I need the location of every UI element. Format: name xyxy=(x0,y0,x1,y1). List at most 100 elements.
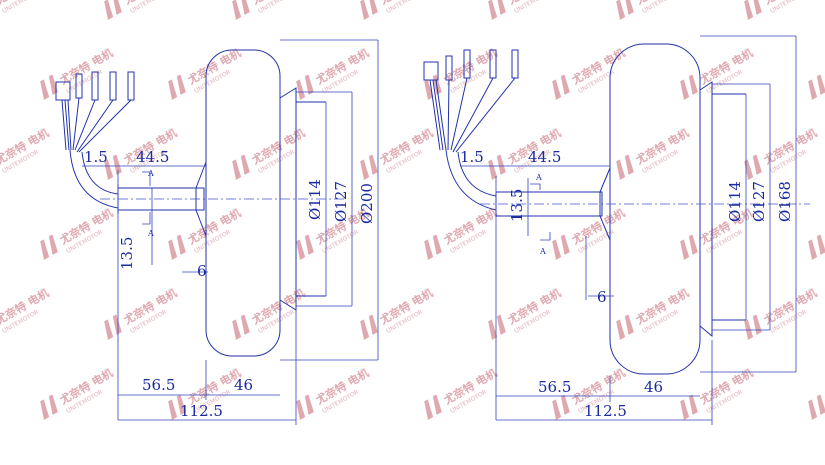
watermark-mark-icon xyxy=(488,0,506,20)
watermark-mark-icon xyxy=(168,234,186,260)
watermark-mark-icon xyxy=(680,234,698,260)
watermark-mark-icon xyxy=(168,74,186,100)
left-dim-dia-127: Ø127 xyxy=(332,181,350,222)
left-dim-1-5: 1.5 xyxy=(84,148,108,166)
watermark-mark-icon xyxy=(552,234,570,260)
right-section-a-top: A xyxy=(535,173,542,182)
watermark-mark-icon xyxy=(40,234,58,260)
right-section-marks xyxy=(530,183,551,241)
right-dim-dia-127: Ø127 xyxy=(750,181,768,222)
watermark-mark-icon xyxy=(232,314,250,340)
left-dim-44-5: 44.5 xyxy=(136,148,169,166)
watermark-mark-icon xyxy=(488,154,506,180)
watermark-mark-icon xyxy=(104,154,122,180)
left-connector-3 xyxy=(109,71,117,101)
left-cable-sheath xyxy=(69,149,119,209)
right-dim-13-5: 13.5 xyxy=(508,189,526,222)
watermark-mark-icon xyxy=(40,74,58,100)
watermark-mark-icon xyxy=(104,0,122,20)
right-dim-112-5: 112.5 xyxy=(584,402,627,420)
right-section-a-bottom: A xyxy=(539,247,546,256)
watermark-mark-icon xyxy=(296,394,314,420)
left-section-marks xyxy=(142,171,151,225)
watermark-mark-icon xyxy=(424,394,442,420)
watermark-mark-icon xyxy=(296,234,314,260)
watermark-mark-icon xyxy=(552,394,570,420)
right-connector-main xyxy=(423,61,439,81)
right-motor-view: 1.5 44.5 A A 13.5 6 Ø114 Ø127 Ø168 56.5 … xyxy=(423,35,810,425)
left-connector-main xyxy=(55,81,71,101)
watermark-mark-icon xyxy=(360,0,378,20)
right-dim-44-5: 44.5 xyxy=(528,148,561,166)
watermark-mark-icon xyxy=(104,314,122,340)
right-wire-harness xyxy=(423,49,519,211)
right-dim-46: 46 xyxy=(644,378,663,396)
watermark-mark-icon xyxy=(296,74,314,100)
right-connector-4 xyxy=(511,49,519,79)
left-dim-6: 6 xyxy=(197,262,207,280)
right-dim-56-5: 56.5 xyxy=(538,378,571,396)
right-dim-6: 6 xyxy=(597,288,607,306)
watermark-mark-icon xyxy=(744,0,762,20)
left-dim-112-5: 112.5 xyxy=(180,402,223,420)
watermark-mark-icon xyxy=(808,74,825,100)
right-dim-1-5: 1.5 xyxy=(460,148,484,166)
right-cable-sheath xyxy=(445,149,497,211)
watermark-mark-icon xyxy=(616,154,634,180)
right-dim-dia-114: Ø114 xyxy=(726,181,744,222)
watermark-mark-icon xyxy=(232,154,250,180)
left-dim-56-5: 56.5 xyxy=(142,376,175,394)
right-motor-housing xyxy=(699,81,713,338)
watermark-mark-icon xyxy=(808,234,825,260)
watermark-mark-icon xyxy=(232,0,250,20)
watermark-mark-icon xyxy=(40,394,58,420)
right-wheel-body xyxy=(609,43,701,375)
watermark-mark-icon xyxy=(552,74,570,100)
left-wheel-body xyxy=(205,49,281,357)
watermark-mark-icon xyxy=(744,154,762,180)
left-motor-view: 1.5 44.5 A A 13.5 6 Ø114 Ø127 Ø200 56.5 … xyxy=(55,39,379,425)
watermark-mark-icon xyxy=(424,234,442,260)
left-dim-46: 46 xyxy=(234,376,253,394)
watermark-mark-icon xyxy=(616,314,634,340)
left-dim-13-5: 13.5 xyxy=(118,237,136,270)
watermark-mark-icon xyxy=(488,314,506,340)
left-dim-dia-200: Ø200 xyxy=(358,183,376,224)
right-wires xyxy=(429,77,516,153)
left-wire-harness xyxy=(55,71,135,209)
left-connector-4 xyxy=(127,71,135,101)
watermark-mark-icon xyxy=(680,74,698,100)
watermark-mark-icon xyxy=(680,394,698,420)
